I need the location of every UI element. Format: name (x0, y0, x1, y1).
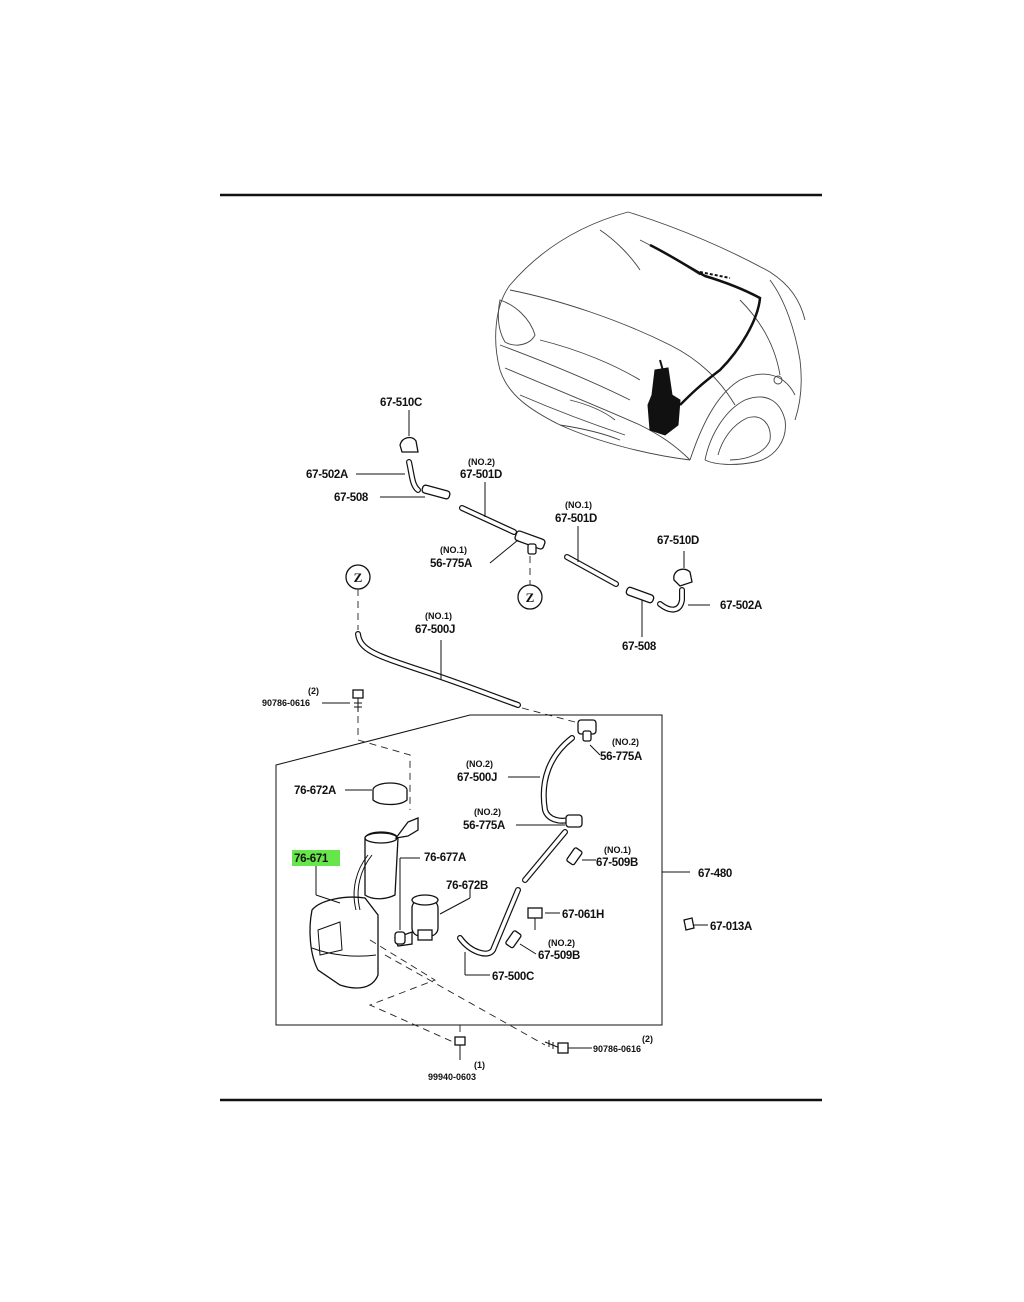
cap-76-672A (372, 782, 408, 806)
label-qty-90786-bottom: (2) (642, 1034, 653, 1044)
label-67-510D: 67-510D (657, 535, 699, 547)
label-67-500J-no2: 67-500J (457, 772, 497, 784)
label-67-500C: 67-500C (492, 971, 534, 983)
label-67-013A: 67-013A (710, 921, 752, 933)
z-marker-mid: Z (517, 584, 543, 610)
label-qty-90786-top: (2) (308, 686, 319, 696)
valve-67-509B-no2 (505, 930, 522, 949)
bolt-90786-0616-bottom (544, 1040, 569, 1054)
label-67-480: 67-480 (698, 868, 732, 880)
label-67-502A-right: 67-502A (720, 600, 762, 612)
label-no2-775A-upper: (NO.2) (612, 737, 639, 747)
clip-67-013A (683, 917, 695, 931)
tee-56-775A-lower (565, 814, 583, 828)
label-67-509B-no1: 67-509B (596, 857, 638, 869)
nozzle-67-510D (673, 551, 693, 587)
label-67-501D-no1: 67-501D (555, 513, 597, 525)
label-56-775A-no1: 56-775A (430, 558, 472, 570)
z-marker-top-label: Z (354, 570, 363, 585)
joint-67-508-bottom (625, 586, 655, 604)
car-illustration (495, 211, 806, 465)
label-67-502A-top: 67-502A (306, 469, 348, 481)
label-no2-509B: (NO.2) (548, 938, 575, 948)
tee-56-775A-upper (577, 719, 597, 742)
label-no2-501D: (NO.2) (468, 457, 495, 467)
grommet-76-677A (394, 931, 406, 945)
bolt-99940-0603 (454, 1036, 466, 1060)
label-90786-0616-top: 90786-0616 (262, 698, 310, 708)
valve-67-509B-no1 (566, 847, 583, 866)
label-no1-775A: (NO.1) (440, 545, 467, 555)
label-67-061H: 67-061H (562, 909, 604, 921)
label-no1-501D: (NO.1) (565, 500, 592, 510)
label-no2-775A-lower: (NO.2) (474, 807, 501, 817)
label-67-509B-no2: 67-509B (538, 950, 580, 962)
label-76-672B: 76-672B (446, 880, 488, 892)
tank-76-671 (309, 817, 419, 989)
label-highlight-76-671 (292, 850, 340, 866)
label-qty-99940: (1) (474, 1060, 485, 1070)
label-no1-500J: (NO.1) (425, 611, 452, 621)
label-67-510C: 67-510C (380, 397, 422, 409)
label-67-508-bottom: 67-508 (622, 641, 657, 653)
label-56-775A-lower: 56-775A (463, 820, 505, 832)
nozzle-67-510C (399, 410, 419, 453)
label-67-500J-no1: 67-500J (415, 624, 455, 636)
label-67-508-top: 67-508 (334, 492, 369, 504)
z-marker-mid-label: Z (526, 590, 535, 605)
label-76-677A: 76-677A (424, 852, 466, 864)
label-76-672A: 76-672A (294, 785, 336, 797)
assembly-box-67-480 (275, 714, 663, 1026)
label-56-775A-upper: 56-775A (600, 751, 642, 763)
joint-67-508-top (421, 484, 451, 500)
label-no2-500J: (NO.2) (466, 759, 493, 769)
label-76-671: 76-671 (294, 853, 329, 865)
label-90786-0616-bottom: 90786-0616 (593, 1044, 641, 1054)
label-99940-0603: 99940-0603 (428, 1072, 476, 1082)
joint-67-061H (527, 907, 543, 930)
z-marker-top: Z (345, 564, 371, 590)
label-no1-509B: (NO.1) (604, 845, 631, 855)
label-67-501D-no2: 67-501D (460, 469, 502, 481)
tee-56-775A (514, 530, 546, 555)
bolt-90786-0616-top (352, 689, 364, 712)
